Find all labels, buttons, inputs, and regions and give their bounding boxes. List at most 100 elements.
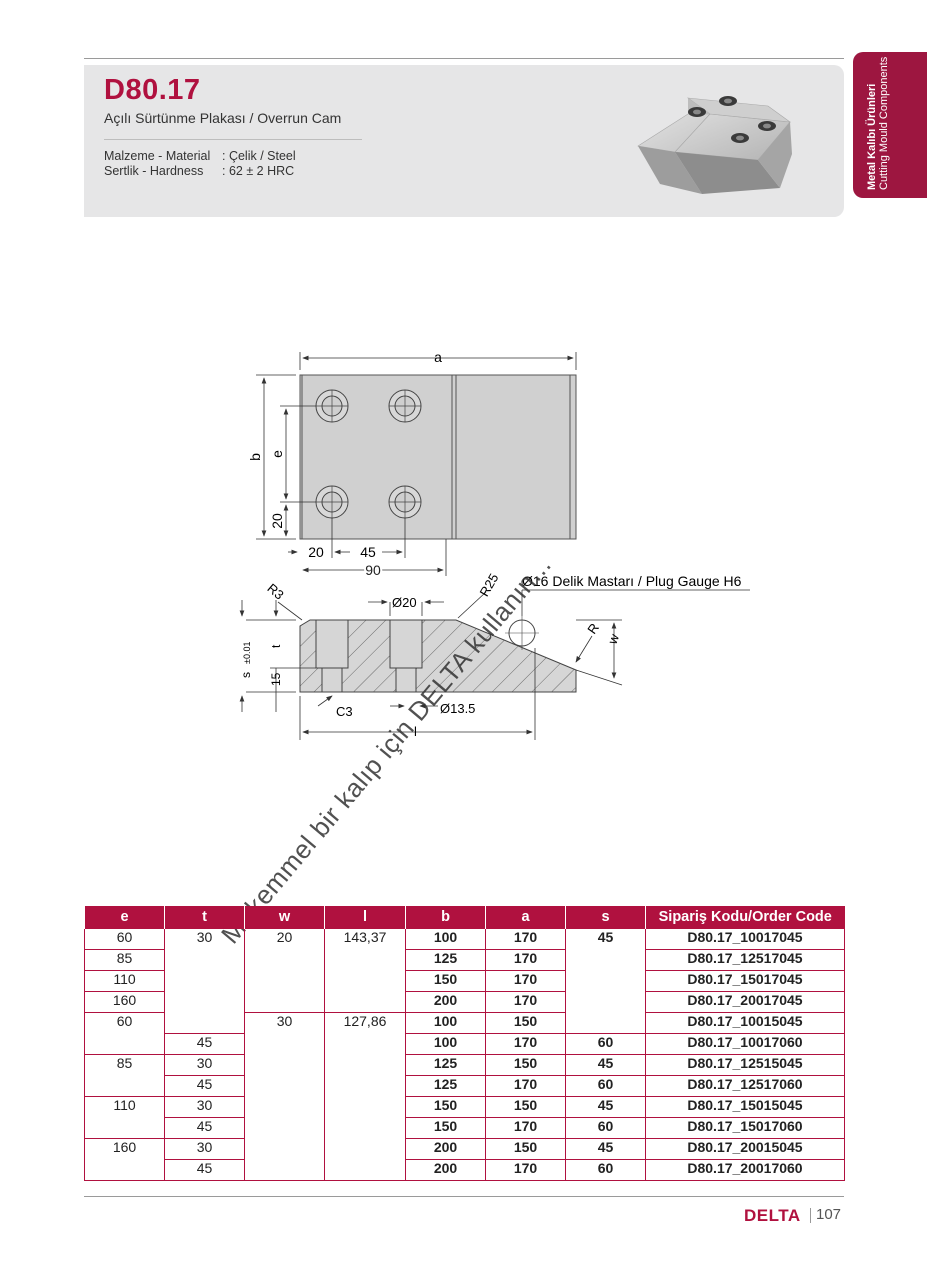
dim-90: 90 xyxy=(365,562,381,578)
cell-t: 30 xyxy=(164,928,245,1034)
cell-a: 170 xyxy=(485,1033,566,1055)
cell-b: 200 xyxy=(405,1138,486,1160)
cell-a: 170 xyxy=(485,1159,566,1181)
cell-t: 30 xyxy=(164,1054,245,1076)
hardness-label: Sertlik - Hardness xyxy=(104,164,204,178)
table-row: 60 30 127,86 100 150 D80.17_10015045 xyxy=(84,1012,845,1181)
dim-b: b xyxy=(247,453,263,461)
cell-a: 150 xyxy=(485,1138,566,1160)
hardness-row: Sertlik - Hardness : 62 ± 2 HRC xyxy=(104,164,294,178)
cell-order-code: D80.17_10017045 xyxy=(645,928,845,950)
cell-t: 45 xyxy=(164,1033,245,1055)
cell-b: 200 xyxy=(405,991,486,1013)
cell-e: 60 xyxy=(84,928,165,950)
dim-a: a xyxy=(434,349,442,365)
table-row: 110 150 170 D80.17_15017045 xyxy=(84,970,845,992)
material-row: Malzeme - Material: Çelik / Steel xyxy=(104,149,296,163)
cell-e: 110 xyxy=(84,970,165,992)
dim-l: l xyxy=(414,724,417,739)
cell-l: 143,37 xyxy=(324,928,406,1013)
cell-a: 170 xyxy=(485,970,566,992)
cell-t: 45 xyxy=(164,1117,245,1139)
cell-order-code: D80.17_10017060 xyxy=(645,1033,845,1055)
cell-a: 170 xyxy=(485,928,566,950)
cell-a: 150 xyxy=(485,1012,566,1034)
table-row: 160 30 200 150 45 D80.17_20015045 xyxy=(84,1138,845,1181)
dim-r3: R3 xyxy=(264,580,286,602)
cell-b: 100 xyxy=(405,1033,486,1055)
dim-r: R xyxy=(584,620,602,636)
col-header-a: a xyxy=(485,906,566,929)
cell-e: 160 xyxy=(84,991,165,1013)
cell-b: 100 xyxy=(405,928,486,950)
table-row: 85 30 125 150 45 D80.17_12515045 xyxy=(84,1054,845,1097)
cell-b: 100 xyxy=(405,1012,486,1034)
cell-t: 30 xyxy=(164,1138,245,1160)
cell-b: 150 xyxy=(405,1096,486,1118)
cell-s: 45 xyxy=(565,1138,646,1160)
material-label: Malzeme - Material xyxy=(104,149,211,163)
dim-d13-5: Ø13.5 xyxy=(440,701,475,716)
cell-s: 60 xyxy=(565,1075,646,1097)
cell-a: 170 xyxy=(485,1075,566,1097)
cell-order-code: D80.17_20017060 xyxy=(645,1159,845,1181)
footer-separator xyxy=(810,1208,811,1223)
table-row: 160 200 170 D80.17_20017045 xyxy=(84,991,845,1013)
cell-s: 45 xyxy=(565,928,646,1034)
table-row: 85 125 170 D80.17_12517045 xyxy=(84,949,845,971)
cell-t: 45 xyxy=(164,1159,245,1181)
cell-l: 127,86 xyxy=(324,1012,406,1181)
cell-s: 45 xyxy=(565,1054,646,1076)
side-tab xyxy=(853,52,927,198)
technical-drawing: a b e 20 20 45 90 xyxy=(239,349,750,740)
cell-b: 125 xyxy=(405,1054,486,1076)
cell-e: 85 xyxy=(84,1054,165,1097)
cell-s: 60 xyxy=(565,1159,646,1181)
col-header-s: s xyxy=(565,906,646,929)
cell-order-code: D80.17_15017045 xyxy=(645,970,845,992)
cell-order-code: D80.17_15015045 xyxy=(645,1096,845,1118)
cell-s: 60 xyxy=(565,1117,646,1139)
table-header-row: e t w l b a s Sipariş Kodu/Order Code xyxy=(84,906,845,929)
cell-order-code: D80.17_20015045 xyxy=(645,1138,845,1160)
cell-b: 150 xyxy=(405,1117,486,1139)
title-divider xyxy=(104,139,362,140)
dim-45: 45 xyxy=(360,544,376,560)
cell-b: 125 xyxy=(405,1075,486,1097)
cell-a: 170 xyxy=(485,949,566,971)
table-row: 60 30 20 143,37 100 170 45 D80.17_100170… xyxy=(84,928,845,1034)
cell-t: 45 xyxy=(164,1075,245,1097)
bottom-rule xyxy=(84,1196,844,1197)
footer-brand-logo: DELTA xyxy=(744,1206,801,1225)
cell-a: 170 xyxy=(485,1117,566,1139)
top-view: a b e 20 20 45 90 xyxy=(247,349,577,580)
plug-gauge-label: Ø16 Delik Mastarı / Plug Gauge H6 xyxy=(522,573,742,589)
table-row: 45 200 170 60 D80.17_20017060 xyxy=(85,1159,845,1181)
dim-t: t xyxy=(269,644,283,648)
product-subtitle: Açılı Sürtünme Plakası / Overrun Cam xyxy=(104,110,342,126)
cell-s: 60 xyxy=(565,1033,646,1055)
hardness-value: : 62 ± 2 HRC xyxy=(222,164,295,178)
cell-b: 150 xyxy=(405,970,486,992)
col-header-w: w xyxy=(244,906,325,929)
side-tab-text: Metal Kalıbı Ürünleri Cutting Mould Comp… xyxy=(866,57,890,190)
table-row: 45 125 170 60 D80.17_12517060 xyxy=(85,1075,845,1097)
dim-20: 20 xyxy=(308,544,324,560)
dim-15: 15 xyxy=(269,672,283,686)
col-header-e: e xyxy=(84,906,165,929)
cell-b: 125 xyxy=(405,949,486,971)
product-code: D80.17 xyxy=(104,74,201,106)
cell-w: 30 xyxy=(244,1012,325,1181)
cell-order-code: D80.17_10015045 xyxy=(645,1012,845,1034)
order-table: e t w l b a s Sipariş Kodu/Order Code 60… xyxy=(84,906,845,1181)
page-number: 107 xyxy=(816,1206,842,1223)
cell-a: 170 xyxy=(485,991,566,1013)
dim-c3: C3 xyxy=(336,704,353,719)
cell-e: 160 xyxy=(84,1138,165,1181)
dim-20-vertical: 20 xyxy=(269,513,285,529)
col-header-order-code: Sipariş Kodu/Order Code xyxy=(645,906,845,929)
top-rule xyxy=(84,58,844,59)
col-header-b: b xyxy=(405,906,486,929)
cell-order-code: D80.17_12515045 xyxy=(645,1054,845,1076)
cell-t: 30 xyxy=(164,1096,245,1118)
